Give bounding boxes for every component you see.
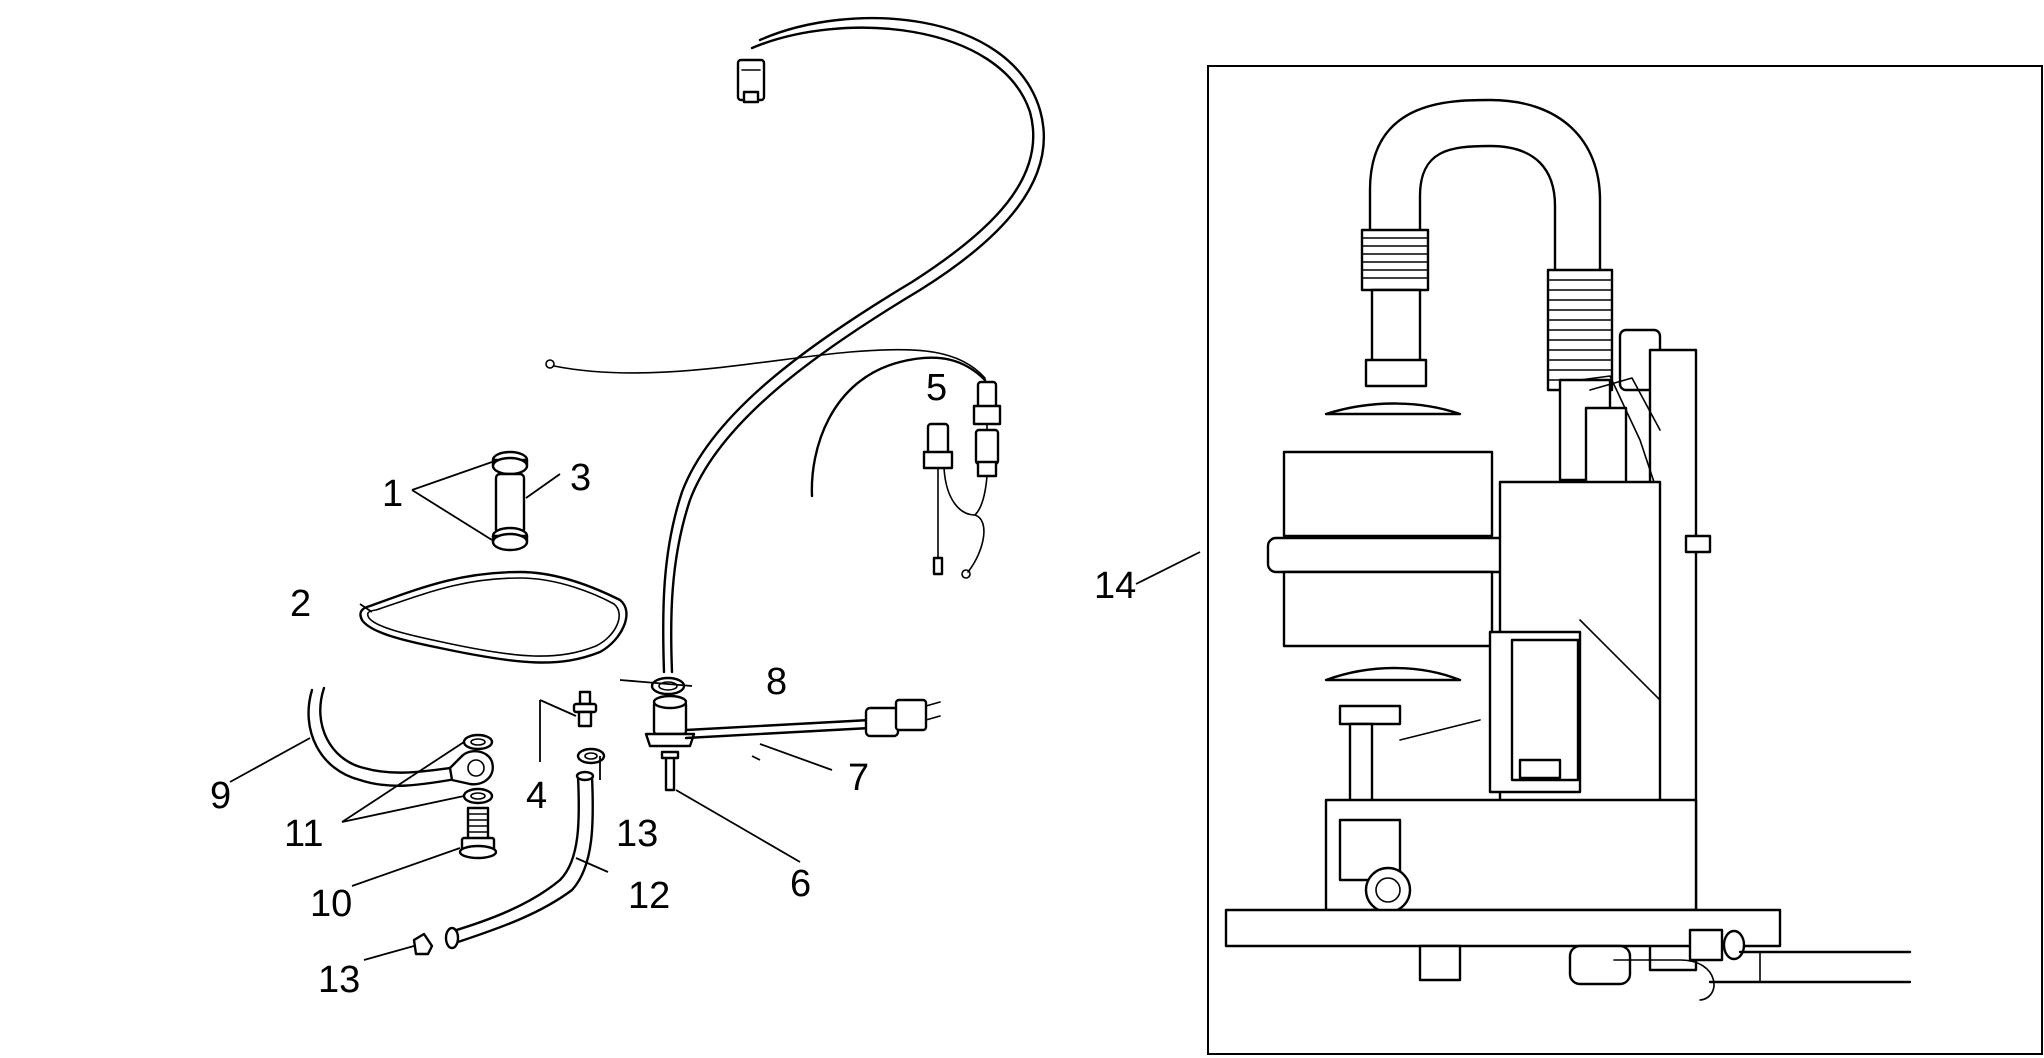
part-13-upper-washer [576,747,606,765]
part-5-connector-assembly [922,380,1002,579]
callout-13-lower: 13 [318,959,360,1001]
part-2-gasket [359,570,628,664]
callout-1: 1 [382,473,403,515]
callout-2: 2 [290,583,311,625]
callout-14: 14 [1094,565,1136,607]
part-13-lower-clip [412,932,434,956]
leader-lines [229,461,1201,961]
bellows-left [1360,228,1430,292]
part-7-sensor-arm-plug [644,694,941,748]
part-6-screw [660,750,680,792]
callout-8: 8 [766,661,787,703]
callout-6: 6 [790,863,811,905]
part-10-bolt [458,806,498,860]
callout-4: 4 [526,775,547,817]
callout-10: 10 [310,883,352,925]
harness-connector [736,58,766,104]
part-9-hose [307,686,452,787]
callout-13-upper: 13 [616,813,658,855]
part-11-banjo-and-washers [448,733,494,805]
callout-7: 7 [848,757,869,799]
callout-12: 12 [628,875,670,917]
callout-11: 11 [284,813,323,855]
part-8-oring [650,676,686,696]
callouts: 1 2 3 4 5 6 7 8 9 10 11 12 13 13 14 [210,367,1136,1001]
callout-9: 9 [210,775,231,817]
part-14-fuel-pump-assembly [1207,65,2043,1055]
part-14-frame [1207,65,2043,1055]
bellows-right [1546,268,1614,392]
main-wiring-harness [661,16,1046,674]
callout-5: 5 [926,367,947,409]
part-4-screw [572,690,598,728]
sender-wires [545,348,987,498]
part-1-3-sleeve-rings [491,450,529,552]
callout-3: 3 [570,457,591,499]
part-12-hose [444,770,595,950]
